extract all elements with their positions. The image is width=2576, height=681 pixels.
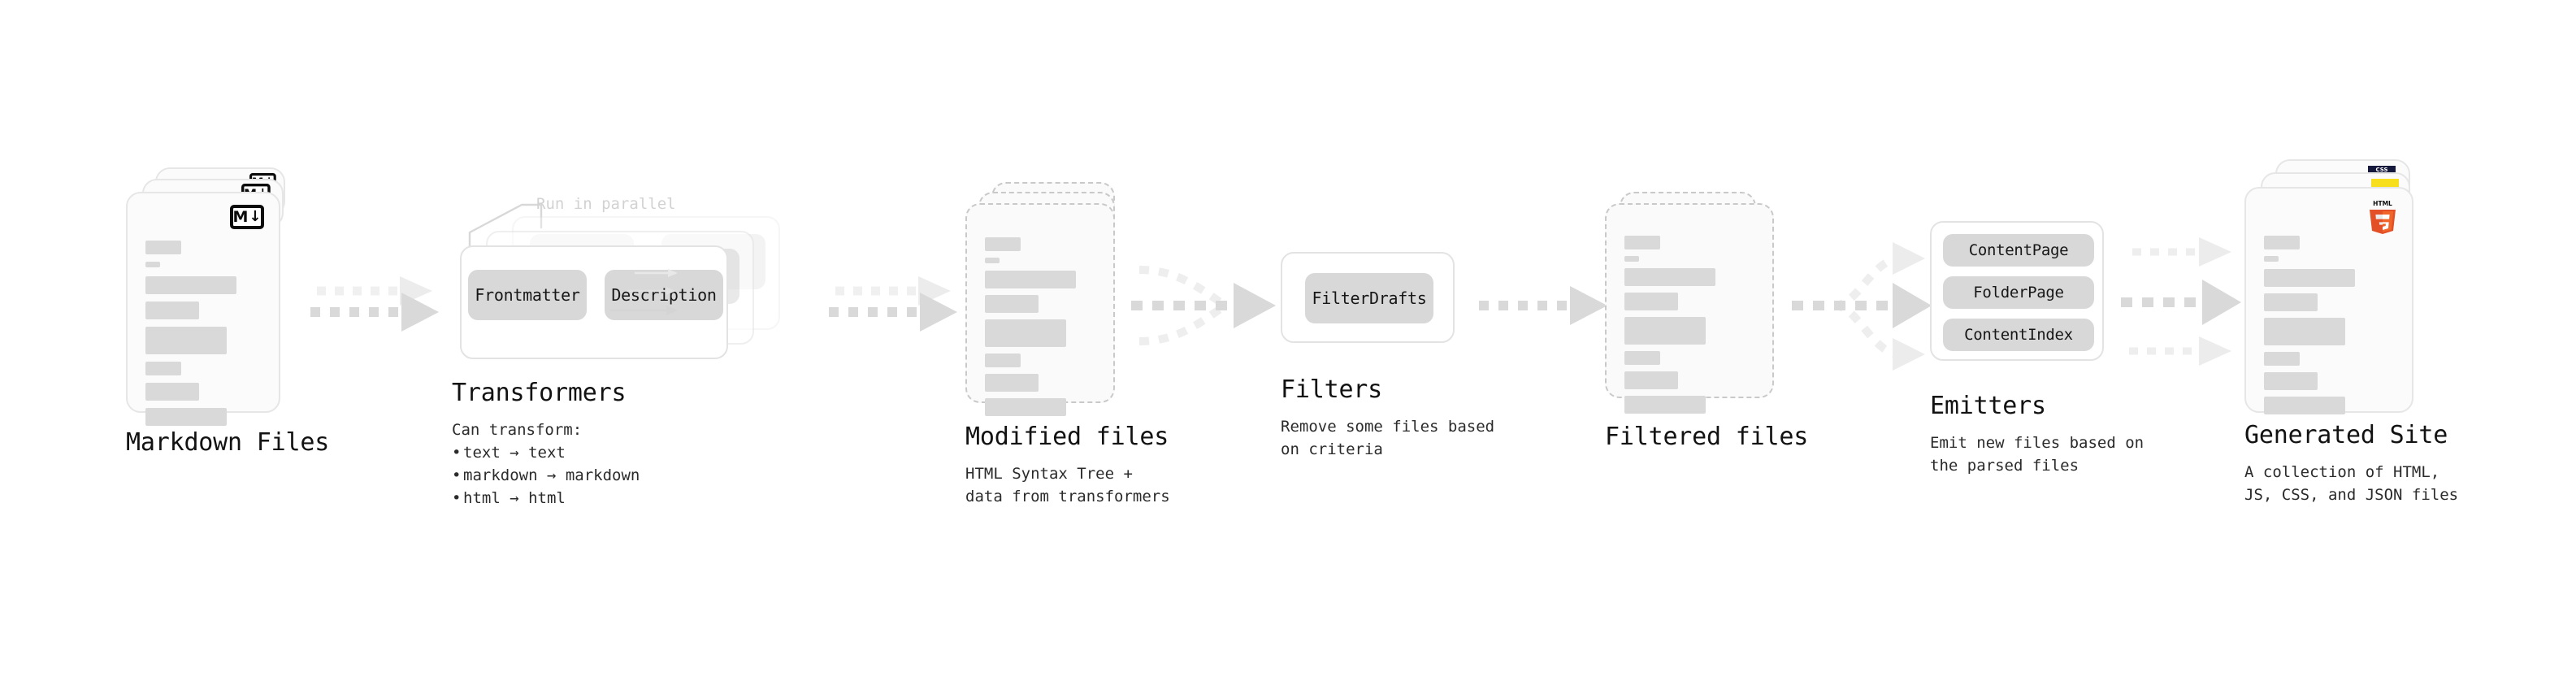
- emitters-graphic: ContentPage FolderPage ContentIndex: [1930, 221, 2125, 375]
- run-in-parallel-bracket: [468, 203, 543, 252]
- arrow-modified-to-filters-merge: [1131, 266, 1276, 345]
- stage-transformers: Run in parallel Frontmatter Description …: [452, 0, 834, 681]
- filters-subtext: Remove some files based on criteria: [1281, 418, 1495, 458]
- stage-markdown-files: M ↓ M ↓ M ↓: [126, 0, 370, 681]
- generated-site-title: Generated Site: [2244, 421, 2448, 449]
- filter-pill-filterdrafts[interactable]: FilterDrafts: [1305, 273, 1433, 323]
- emitters-caption: Emitters Emit new files based on the par…: [1930, 392, 2144, 477]
- filters-box: FilterDrafts: [1281, 252, 1455, 343]
- transformers-caption: Transformers Can transform: text → text …: [452, 379, 640, 510]
- filters-title: Filters: [1281, 375, 1383, 404]
- stage-filters: FilterDrafts Filters Remove some files b…: [1281, 0, 1524, 681]
- arrow-emitters-to-site: [2121, 237, 2241, 366]
- filtered-file-stack: [1605, 192, 1792, 419]
- emitter-pill-contentindex[interactable]: ContentIndex: [1943, 319, 2094, 351]
- transformer-pill-description[interactable]: Description: [605, 270, 723, 320]
- markdown-files-title: Markdown Files: [126, 428, 330, 457]
- filtered-files-title: Filtered files: [1605, 423, 1809, 451]
- markdown-files-caption: Markdown Files: [126, 428, 329, 457]
- run-in-parallel-label: Run in parallel: [536, 195, 676, 213]
- stage-generated-site: CSS HTML: [2244, 0, 2537, 681]
- stage-filtered-files: Filtered files: [1605, 0, 1832, 681]
- filters-caption: Filters Remove some files based on crite…: [1281, 375, 1494, 461]
- filtered-files-caption: Filtered files: [1605, 423, 1808, 451]
- svg-text:HTML: HTML: [2373, 200, 2392, 207]
- transformer-inner-arrows: [609, 269, 678, 315]
- generated-site-subtext: A collection of HTML, JS, CSS, and JSON …: [2244, 463, 2459, 504]
- stage-emitters: ContentPage FolderPage ContentIndex Emit…: [1930, 0, 2190, 681]
- emitter-pill-contentpage[interactable]: ContentPage: [1943, 234, 2094, 267]
- filtered-placeholder-lines: [1624, 236, 1756, 414]
- generated-site-stack: CSS HTML: [2244, 159, 2456, 419]
- arrow-filters-to-filtered: [1479, 286, 1607, 325]
- html5-icon: HTML: [2366, 198, 2399, 236]
- modified-placeholder-lines: [985, 237, 1097, 416]
- transformers-graphic: Run in parallel Frontmatter Description …: [452, 189, 834, 367]
- modified-card-front: [965, 203, 1115, 416]
- transformers-sub-lead: Can transform:: [452, 421, 583, 439]
- generated-site-caption: Generated Site A collection of HTML, JS,…: [2244, 421, 2458, 506]
- markdown-card-front: M ↓: [126, 192, 280, 426]
- transformers-sub-items: text → text markdown → markdown html → h…: [452, 441, 640, 510]
- arrow-markdown-to-transformers: [310, 276, 439, 332]
- modified-file-stack: [965, 182, 1152, 418]
- markdown-placeholder-lines: [145, 241, 262, 426]
- transformers-subtext: Can transform: text → text markdown → ma…: [452, 419, 640, 510]
- transformers-title: Transformers: [452, 379, 627, 407]
- filters-graphic: FilterDrafts: [1281, 252, 1459, 358]
- stage-modified-files: Modified files HTML Syntax Tree + data f…: [965, 0, 1209, 681]
- emitters-title: Emitters: [1930, 392, 2046, 420]
- transformers-box: Frontmatter Description: [460, 245, 728, 359]
- filtered-card-front: [1605, 203, 1774, 414]
- css-icon-label: CSS: [2375, 167, 2388, 173]
- generated-placeholder-lines: [2264, 236, 2396, 414]
- arrow-filtered-to-emitters-split: [1792, 242, 1932, 371]
- transformers-sub-item: html → html: [452, 487, 640, 510]
- emitters-box: ContentPage FolderPage ContentIndex: [1930, 221, 2104, 361]
- transformers-sub-item: markdown → markdown: [452, 464, 640, 487]
- modified-files-subtext: HTML Syntax Tree + data from transformer…: [965, 465, 1170, 505]
- markdown-icon-letter: M: [232, 207, 249, 226]
- arrow-transformers-to-modified: [829, 276, 957, 332]
- markdown-icon: M ↓: [230, 205, 264, 229]
- emitters-subtext: Emit new files based on the parsed files: [1930, 434, 2144, 475]
- transformers-sub-item: text → text: [452, 441, 640, 464]
- modified-files-title: Modified files: [965, 423, 1169, 451]
- transformer-pill-frontmatter[interactable]: Frontmatter: [468, 270, 587, 320]
- emitter-pill-folderpage[interactable]: FolderPage: [1943, 276, 2094, 309]
- modified-files-caption: Modified files HTML Syntax Tree + data f…: [965, 423, 1170, 508]
- markdown-file-stack: M ↓ M ↓ M ↓: [126, 167, 313, 426]
- markdown-icon-arrow: ↓: [249, 208, 262, 225]
- generated-card-front: HTML: [2244, 187, 2413, 414]
